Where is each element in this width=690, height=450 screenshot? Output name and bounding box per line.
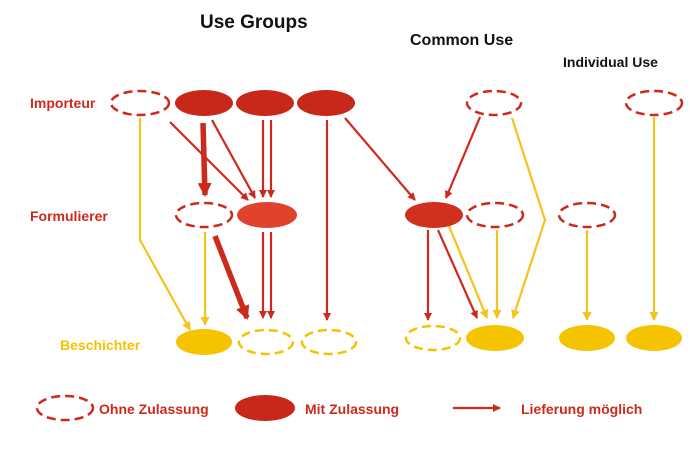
common-beschichter-ohne-node [404,324,462,352]
arrow-importeur-b-to-formulierer [211,119,256,199]
heading-common-use: Common Use [410,32,514,49]
importeur-mit-zulassung-node-1 [175,90,233,116]
beschichter-row-nodes [176,324,682,356]
row-label-formulierer: Formulierer [30,208,108,224]
importeur-ohne-zulassung-node [109,89,171,117]
arrow-common-importeur-to-formulierer [444,116,482,199]
arrow-importeur-d-to-common-formulierer [344,117,416,201]
heading-use-groups: Use Groups [200,12,308,33]
common-formulierer-mit-zulassung-node [405,202,463,228]
formulierer-ohne-zulassung-node [174,201,234,229]
arrow-common-formulierer-to-beschichter-a [447,225,489,319]
legend-lieferung-label: Lieferung möglich [521,401,643,417]
beschichter-mit-node-1 [176,329,232,355]
row-label-beschichter: Beschichter [60,337,141,353]
legend-symbols [35,394,501,422]
common-beschichter-mit-node [466,325,524,351]
importeur-mit-zulassung-node-2 [236,90,294,116]
legend-mit-zulassung-symbol [235,395,295,421]
common-importeur-ohne-zulassung-node [465,89,523,117]
individual-beschichter-mit-node-2 [626,325,682,351]
legend-mit-zulassung-label: Mit Zulassung [305,401,400,417]
thick-red-arrows [197,122,250,320]
beschichter-ohne-node-2 [300,328,358,356]
individual-beschichter-mit-node-1 [559,325,615,351]
heading-individual-use: Individual Use [563,54,658,70]
formulierer-mit-zulassung-node [237,202,297,228]
thick-arrow-formulierer-to-beschichter [212,235,250,320]
importeur-mit-zulassung-node-3 [297,90,355,116]
legend-ohne-zulassung-symbol [35,394,95,422]
thick-arrow-importeur-to-formulierer [197,122,212,197]
red-arrows [169,116,482,321]
importeur-row-nodes [109,89,684,117]
formulierer-row-nodes [174,201,617,229]
row-label-importeur: Importeur [30,95,96,111]
legend-ohne-zulassung-label: Ohne Zulassung [99,401,209,417]
arrow-common-importeur-to-beschichter [510,117,547,319]
arrow-importeur-to-beschichter [138,118,191,331]
individual-importeur-ohne-zulassung-node [624,89,684,117]
individual-formulierer-ohne-zulassung-node [557,201,617,229]
common-formulierer-ohne-zulassung-node [465,201,525,229]
arrow-common-formulierer-to-beschichter-c [436,229,479,319]
yellow-arrows [138,117,659,331]
beschichter-ohne-node-1 [237,328,295,356]
arrow-importeur-a-to-formulierer [169,121,249,201]
